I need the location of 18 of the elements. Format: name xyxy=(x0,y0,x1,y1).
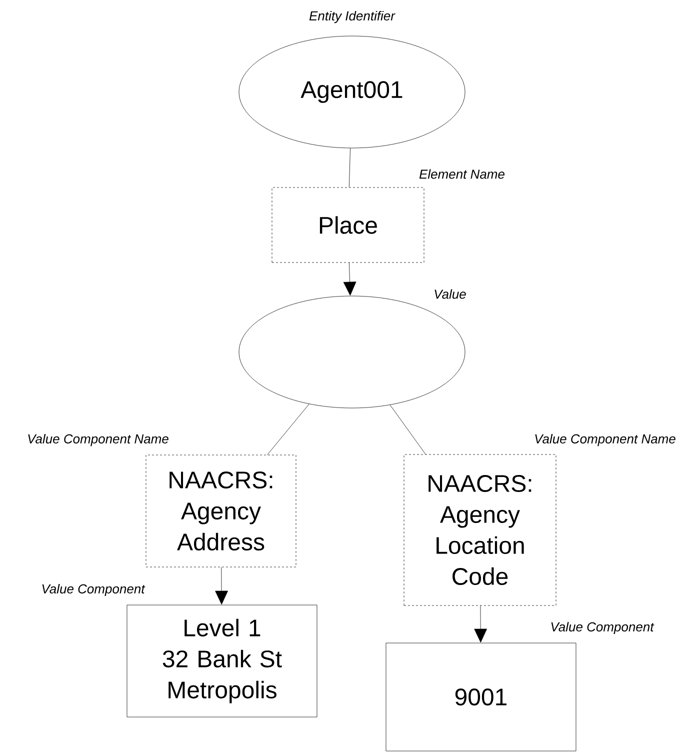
name-box: NAACRS: Agency Address xyxy=(146,454,296,568)
name-box: Place xyxy=(272,187,424,263)
arrow xyxy=(215,567,228,605)
connector-line xyxy=(348,148,350,188)
name-box: NAACRS: Agency Location Code xyxy=(404,454,556,606)
caption-label: Entity Identifier xyxy=(309,10,396,24)
caption-label: Value Component Name xyxy=(535,434,676,446)
caption-label: Value Component xyxy=(42,584,146,596)
caption-label: Value xyxy=(434,289,466,299)
connector-line xyxy=(390,404,426,454)
connector-line xyxy=(267,404,310,455)
value-box: 9001 xyxy=(386,642,576,752)
caption-label: Value Component Name xyxy=(28,434,168,446)
caption-label: Value Component xyxy=(551,622,654,634)
value-box: Level 1 32 Bank St Metropolis xyxy=(126,604,318,718)
arrow xyxy=(343,262,356,296)
caption-label: Element Name xyxy=(419,169,504,179)
arrow xyxy=(474,606,488,643)
